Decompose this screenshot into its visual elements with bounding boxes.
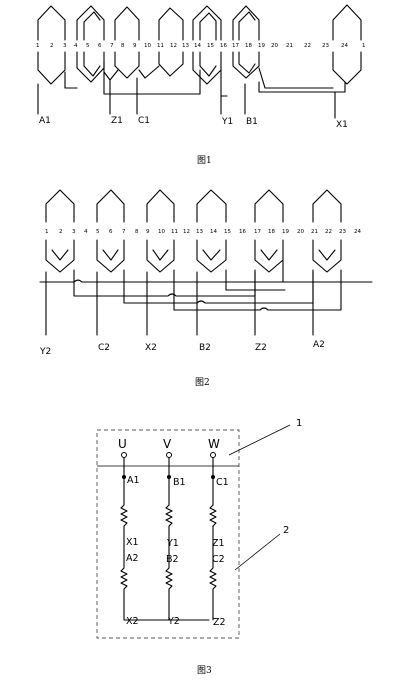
fig3-start-label: B1 [173,477,186,488]
fig1-slot-number: 10 [144,43,151,49]
fig3-start-label: A1 [127,475,140,486]
fig2-slot-number: 5 [96,229,100,235]
fig1-slot-number: 22 [304,43,311,49]
fig1-slot-numbers: 1 2 3 4 5 6 7 8 9 10 11 12 13 14 15 16 1… [36,43,366,49]
fig3-enclosure [96,429,240,639]
fig2-slot-number: 24 [354,229,361,235]
fig2-lead-labels: Y2 C2 X2 B2 Z2 A2 [39,340,325,357]
fig1-slot-number: 6 [98,43,102,49]
fig3-terminal: U [118,437,127,451]
fig2-slot-number: 18 [268,229,275,235]
fig3-mid-label-1: Y1 [166,538,179,549]
fig1-caption: 图1 [197,155,212,166]
fig3-callout-1: 1 [296,418,302,429]
fig1-slot-number: 15 [207,43,214,49]
fig2-slot-number: 22 [325,229,332,235]
fig1-slot-number: 16 [220,43,227,49]
fig2-slot-number: 8 [135,229,139,235]
fig1-slot-number: 18 [245,43,252,49]
fig1-lead-label: C1 [138,116,150,126]
fig3-caption: 图3 [197,665,212,676]
fig2-end-connections [39,239,373,336]
fig1-lead-label: Y1 [221,117,233,127]
fig2-lead-label: C2 [98,343,110,353]
fig2-slot-number: 10 [158,229,165,235]
fig2-slot-number: 16 [239,229,246,235]
fig3-mid-label-2: C2 [212,554,225,565]
fig2-slot-number: 15 [224,229,231,235]
fig1-lead-label: B1 [246,117,258,127]
fig2-slot-number: 17 [254,229,261,235]
fig1-slot-number: 13 [182,43,189,49]
fig2-slot-number: 1 [45,229,49,235]
fig1-slot-number: 21 [286,43,293,49]
fig2-slot-number: 23 [339,229,346,235]
fig3-end-label: X2 [126,616,139,627]
fig2-lead-label: B2 [199,343,211,353]
fig1-slot-number: 5 [86,43,90,49]
fig3-callout-line-2 [234,533,281,571]
fig1-slot-number: 9 [133,43,137,49]
fig3-mid-label-2: B2 [166,554,179,565]
fig1-coils [37,4,362,41]
fig3-mid-label-1: Z1 [212,538,225,549]
fig1-slot-number: 17 [232,43,239,49]
fig1-lead-label: X1 [336,120,348,130]
figure-2: 1 2 3 4 5 6 7 8 9 10 11 12 13 14 15 16 1… [39,189,373,388]
fig1-slot-number: 8 [121,43,125,49]
fig2-coils [45,189,342,223]
fig2-slot-numbers: 1 2 3 4 5 6 7 8 9 10 11 12 13 14 15 16 1… [45,229,361,235]
fig2-slot-number: 12 [183,229,190,235]
fig2-slot-number: 13 [196,229,203,235]
fig3-terminal: V [163,437,172,451]
figure-1: 1 2 3 4 5 6 7 8 9 10 11 12 13 14 15 16 1… [36,4,366,166]
fig1-slot-number: 3 [63,43,67,49]
fig1-lead-label: A1 [39,116,51,126]
fig2-slot-number: 9 [146,229,150,235]
fig1-slot-number: 1 [362,43,366,49]
fig1-slot-number: 4 [74,43,78,49]
fig1-lead-label: Z1 [111,116,123,126]
fig3-mid-label-2: A2 [126,553,139,564]
fig2-slot-number: 14 [210,229,217,235]
fig3-mid-label-1: X1 [126,537,139,548]
fig1-lead-labels: A1 Z1 C1 Y1 B1 X1 [39,116,348,130]
fig2-slot-number: 11 [171,229,178,235]
fig1-slot-number: 19 [258,43,265,49]
fig2-lead-label: Y2 [39,347,51,357]
fig2-slot-number: 21 [311,229,318,235]
fig1-slot-number: 24 [341,43,348,49]
fig3-end-label: Z2 [213,617,226,628]
fig1-slot-number: 23 [322,43,329,49]
fig2-slot-number: 4 [84,229,88,235]
fig3-terminal: W [208,437,220,451]
fig1-slot-number: 7 [110,43,114,49]
fig3-start-label: C1 [216,477,229,488]
fig3-terminal-nodes [121,452,216,458]
fig3-end-label: Y2 [167,616,180,627]
fig2-slot-number: 2 [59,229,63,235]
fig2-lead-label: X2 [145,343,157,353]
fig1-slot-number: 20 [271,43,278,49]
fig1-slot-number: 11 [157,43,164,49]
fig1-end-connections [37,51,362,119]
fig2-slot-number: 7 [122,229,126,235]
fig2-lead-label: A2 [313,340,325,350]
fig2-caption: 图2 [195,377,210,388]
fig3-callout-2: 2 [283,525,289,536]
fig3-callout-line-1 [228,424,291,456]
fig3-phase-wires [120,457,217,621]
fig1-slot-number: 1 [36,43,40,49]
fig2-slot-number: 3 [72,229,76,235]
figure-3: 1 2 U V W A1 B1 C1 X1 Y1 Z1 A2 [96,418,302,676]
fig1-slot-number: 14 [194,43,201,49]
fig2-slot-number: 6 [109,229,113,235]
fig2-lead-label: Z2 [255,343,267,353]
fig1-slot-number: 2 [50,43,54,49]
fig2-slot-number: 19 [282,229,289,235]
fig2-slot-number: 20 [297,229,304,235]
fig1-slot-number: 12 [170,43,177,49]
